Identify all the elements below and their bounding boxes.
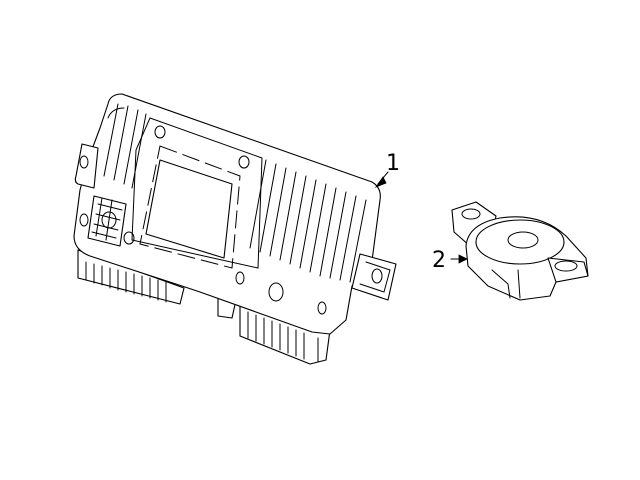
center-plate [131, 117, 263, 269]
side-connector [79, 195, 127, 247]
callout-2: 2 [432, 248, 468, 273]
control-module [73, 93, 397, 365]
callout-number-2: 2 [432, 248, 446, 273]
right-mount-ear [351, 253, 397, 301]
callout-1: 1 [374, 151, 400, 188]
display-window [145, 159, 233, 259]
cooling-fins-right [249, 159, 367, 283]
sensor [451, 201, 589, 301]
cooling-fins-top [103, 103, 147, 189]
callout-number-1: 1 [386, 151, 400, 176]
label-recess [139, 145, 241, 269]
